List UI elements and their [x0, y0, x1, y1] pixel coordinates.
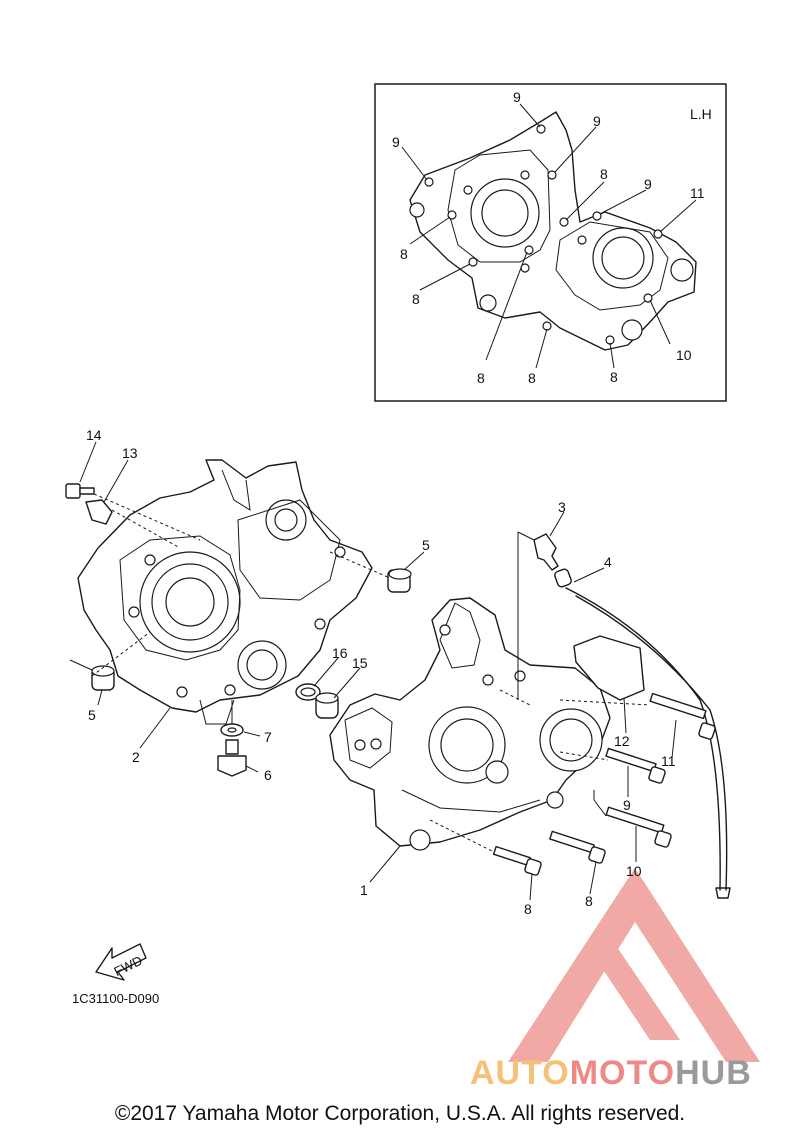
fwd-arrow-icon: FWD	[95, 943, 147, 981]
inset-callout: 9	[593, 113, 601, 129]
callout: 3	[558, 499, 566, 515]
copyright-notice: ©2017 Yamaha Motor Corporation, U.S.A. A…	[114, 1102, 686, 1125]
o-ring-16	[295, 683, 321, 701]
watermark-auto: AUTO	[470, 1054, 570, 1092]
callout: 4	[604, 554, 612, 570]
callout: 11	[661, 753, 676, 769]
callout: 10	[626, 863, 642, 879]
inset-callout: 8	[412, 291, 420, 307]
callout: 12	[614, 733, 630, 749]
watermark-moto: MOTO	[569, 1054, 676, 1092]
crankcase-left-half	[77, 459, 373, 725]
inset-rib-left	[447, 149, 551, 263]
bolt-8-left	[492, 845, 542, 876]
inset-callout: 10	[676, 347, 692, 363]
bolt-9	[605, 747, 666, 784]
callout: 14	[86, 427, 102, 443]
main-callouts: 14 13 5 5 2 7 6 16 15 3 4 12 11 9 10 1 8…	[86, 427, 676, 917]
main-leaders	[79, 441, 677, 901]
inset-callout: 9	[644, 176, 652, 192]
bolt-10	[605, 806, 672, 848]
inset-callout: 8	[528, 370, 536, 386]
callout: 13	[122, 445, 138, 461]
bolt-14	[65, 483, 95, 499]
inset-view: L.H 9 9 9 9 8 11 8 8 10 8 8 8	[374, 83, 727, 402]
inset-boss-lower	[479, 294, 497, 312]
watermark-logo	[508, 868, 760, 1062]
crankcase-right-half	[329, 597, 611, 851]
inset-callout: 8	[610, 369, 618, 385]
washer-7	[220, 723, 244, 737]
callout: 5	[88, 707, 96, 723]
callout: 16	[332, 645, 348, 661]
bolt-11	[649, 692, 716, 740]
drain-bolt-6	[217, 739, 247, 777]
inset-callout: 9	[392, 134, 400, 150]
plate-12	[573, 635, 645, 701]
inset-callout: 8	[600, 166, 608, 182]
bolt-8-right	[549, 830, 606, 864]
watermark-hub: HUB	[675, 1054, 752, 1092]
callout: 2	[132, 749, 140, 765]
clip-13	[85, 499, 113, 525]
callout: 8	[524, 901, 532, 917]
inset-callout: 11	[690, 185, 705, 201]
inset-bolt-holes	[424, 124, 663, 345]
inset-boss-bottom	[621, 319, 643, 341]
inset-callout: 8	[477, 370, 485, 386]
fitting-3	[533, 533, 559, 571]
inset-callout: 8	[400, 246, 408, 262]
callout: 15	[352, 655, 368, 671]
inset-callout: 9	[513, 89, 521, 105]
diagram-code: 1C31100-D090	[72, 991, 159, 1006]
hose-4	[554, 568, 731, 899]
callout: 9	[623, 797, 631, 813]
collar-15	[315, 692, 339, 719]
callout: 7	[264, 729, 272, 745]
inset-bearing-left-inner	[481, 189, 529, 237]
dowel-pin-5-upper	[387, 568, 412, 593]
callout: 1	[360, 882, 368, 898]
inset-leaders	[401, 103, 697, 369]
callout: 8	[585, 893, 593, 909]
alignment-lines	[91, 493, 651, 853]
callout: 5	[422, 537, 430, 553]
watermark-text: AUTOMOTOHUB	[470, 1054, 800, 1093]
inset-bearing-right-inner	[601, 236, 645, 280]
guide-lines	[69, 531, 607, 817]
dowel-pin-5-lower	[91, 665, 115, 691]
callout: 6	[264, 767, 272, 783]
inset-boss-left	[409, 202, 425, 218]
inset-boss-right	[670, 258, 694, 282]
inset-side-label: L.H	[690, 106, 712, 122]
